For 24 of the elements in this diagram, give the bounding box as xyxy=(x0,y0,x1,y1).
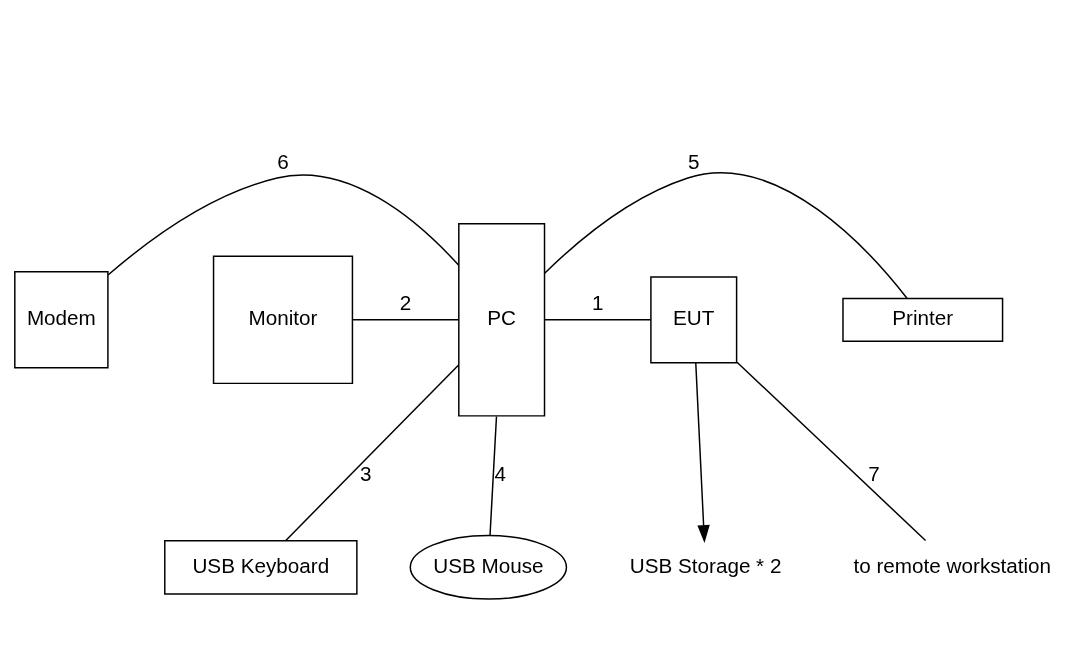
edge-label: 4 xyxy=(494,461,506,485)
connector xyxy=(489,415,498,536)
node-box: USB Keyboard xyxy=(164,539,358,595)
node-text: USB Storage * 2 xyxy=(629,553,782,577)
edge-label: 2 xyxy=(399,290,412,314)
node-box: Printer xyxy=(842,297,1004,342)
connector xyxy=(543,172,908,299)
connector xyxy=(285,363,460,541)
edge-label: 5 xyxy=(688,149,700,173)
connector xyxy=(107,174,460,276)
edge-label: 7 xyxy=(868,461,880,485)
edge-label: 1 xyxy=(591,290,604,314)
node-box: PC xyxy=(458,222,546,417)
node-box: EUT xyxy=(650,275,738,363)
edge-label: 6 xyxy=(277,149,289,173)
connector xyxy=(736,361,927,541)
node-ellipse: USB Mouse xyxy=(409,534,568,600)
connector xyxy=(544,318,652,321)
edge-label: 3 xyxy=(359,461,372,485)
node-box: Monitor xyxy=(212,255,354,384)
arrow xyxy=(695,361,710,543)
node-text: to remote workstation xyxy=(853,553,1052,577)
node-box: Modem xyxy=(14,270,109,369)
connector xyxy=(352,318,460,321)
